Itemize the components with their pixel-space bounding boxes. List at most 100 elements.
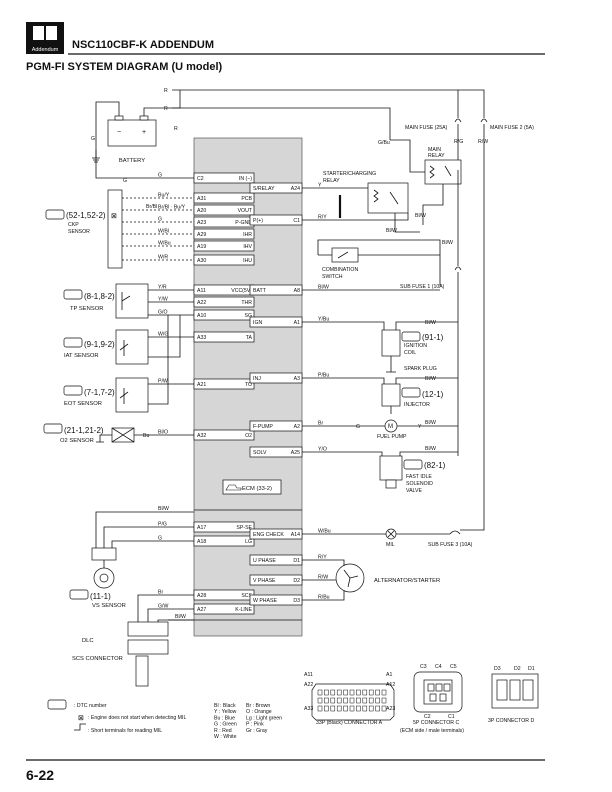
svg-text:M: M [388, 424, 393, 430]
color-code: Lg : Light green [246, 715, 282, 721]
wire-color: Y [318, 183, 322, 189]
ecm-pin-id: A11 [197, 288, 206, 294]
svg-text:(9-1,9-2): (9-1,9-2) [84, 340, 115, 349]
ecm-pin-id: D3 [293, 598, 300, 604]
ecm-pin-id: C2 [197, 176, 204, 182]
ecm-pin-function: ENG CHECK [253, 532, 284, 538]
addendum-badge: Addendum [26, 22, 64, 54]
svg-text:(82-1): (82-1) [424, 461, 446, 470]
ecm-pin-function: LG [245, 539, 252, 545]
svg-text:FAST IDLE: FAST IDLE [406, 474, 432, 480]
connector-a-terminal [317, 705, 323, 712]
wire-color: R/Y [318, 215, 327, 221]
svg-text:SUB FUSE 3 (10A): SUB FUSE 3 (10A) [428, 542, 473, 548]
color-code: G : Green [214, 722, 237, 728]
connector-a-terminal [381, 689, 387, 696]
svg-text:Bl/W: Bl/W [425, 376, 436, 382]
svg-text:33P (Black) CONNECTOR A: 33P (Black) CONNECTOR A [316, 720, 383, 726]
svg-text:: Engine does not start when d: : Engine does not start when detecting M… [88, 715, 186, 721]
connector-a-terminal [375, 689, 380, 696]
connector-a-terminal [362, 689, 368, 696]
ecm-pin-id: D1 [293, 558, 300, 564]
legend: : DTC number ⊠ : Engine does not start w… [47, 699, 282, 740]
sub-fuse-1: SUB FUSE 1 (10A) Bl/W [302, 170, 462, 456]
injector: (12-1) INJECTOR Bl/W [302, 376, 458, 414]
svg-text:(12-1): (12-1) [422, 390, 444, 399]
svg-text:A22: A22 [304, 682, 313, 688]
svg-text:A33: A33 [304, 706, 313, 712]
ecm-pin-function: O2 [245, 433, 252, 439]
ecm-pin-id: A29 [197, 232, 206, 238]
connector-a-terminal [356, 697, 361, 704]
ecm-pin-id: A3 [294, 376, 300, 382]
svg-text:C5: C5 [450, 664, 457, 670]
svg-text:3P CONNECTOR D: 3P CONNECTOR D [488, 718, 534, 724]
svg-text:SOLENOID: SOLENOID [406, 481, 433, 487]
connector-d: D3 D2 D1 3P CONNECTOR D [488, 666, 539, 724]
ecm-pin-id: A10 [197, 313, 206, 319]
svg-text:−: − [117, 129, 121, 136]
svg-text:SENSOR: SENSOR [68, 229, 90, 235]
svg-text:R/G: R/G [454, 139, 463, 145]
svg-text:CKP: CKP [68, 222, 79, 228]
connector-a-terminal [362, 697, 368, 704]
connector-a-terminal [330, 705, 336, 712]
color-code: Y : Yellow [214, 709, 237, 715]
svg-text:BATTERY: BATTERY [119, 158, 145, 164]
ecm-pin-function: IHR [243, 232, 252, 238]
connector-c: C3 C4 C5 C2 C1 5P CONNECTOR C (ECM side … [400, 664, 464, 734]
wire-color: Br [158, 590, 163, 596]
ecm-pin-function: PCB [241, 196, 252, 202]
tp-code: (8-1,8-2) [63, 289, 115, 301]
fuel-pump: M FUEL PUMP G Y Bl/W [302, 419, 458, 440]
wire-color: Y/R [158, 285, 167, 291]
ecm-pin-id: A32 [197, 433, 206, 439]
wire-color: Y/W [158, 297, 168, 303]
color-code: W : White [214, 734, 237, 740]
ecm-pin-id: A21 [197, 382, 206, 388]
color-code: Bu : Blue [214, 715, 235, 721]
svg-text:G: G [123, 178, 127, 184]
svg-text:Y: Y [418, 424, 422, 430]
connector-a-terminal [349, 697, 355, 704]
ecm-pin-function: IHU [243, 258, 252, 264]
svg-text:(91-1): (91-1) [422, 333, 444, 342]
svg-text:Bl/W: Bl/W [425, 420, 436, 426]
ecm-pin-id: A8 [294, 288, 300, 294]
fast-idle-solenoid: (82-1) FAST IDLE SOLENOID VALVE Bl/W [302, 446, 458, 494]
svg-text:COIL: COIL [404, 350, 416, 356]
ecm-pin-function: TO [245, 382, 252, 388]
wire-color: P/W [158, 379, 168, 385]
ecm-pin-id: C1 [293, 218, 300, 224]
wire-color: W/Bl [158, 229, 169, 235]
svg-text:Bl/W: Bl/W [425, 446, 436, 452]
wire-color: G/W [158, 604, 168, 610]
wire-color: W/Bu [158, 241, 171, 247]
connector-a-terminal [336, 689, 342, 696]
iat-code: (9-1,9-2) [63, 337, 115, 349]
connector-a-terminal [343, 697, 348, 704]
vs-sensor: (11-1) VS SENSOR Bl/W [69, 506, 194, 609]
svg-text:SPARK PLUG: SPARK PLUG [404, 366, 437, 372]
camera-icon [225, 484, 242, 491]
ecm-pin-function: P(+) [253, 218, 263, 224]
svg-text:Br/Bl: Br/Bl [146, 204, 157, 210]
ecm-pin-id: A24 [291, 186, 300, 192]
ecm-pin-function: SG [245, 313, 253, 319]
svg-text:ECM (33-2): ECM (33-2) [242, 486, 272, 492]
svg-text:EOT SENSOR: EOT SENSOR [64, 401, 102, 407]
connector-a-terminal [381, 705, 387, 712]
eot-code: (7-1,7-2) [63, 385, 115, 397]
ecm-pin-function: P-GND [235, 220, 252, 226]
svg-text:G: G [356, 424, 360, 430]
ecm-pin-a30 [193, 254, 255, 266]
connector-a-terminal [356, 689, 361, 696]
ecm-pin-function: W PHASE [253, 598, 277, 604]
ecm-pin-function: VCC(5V) [231, 288, 252, 294]
svg-text:TP SENSOR: TP SENSOR [70, 306, 103, 312]
ecm-pin-function: TA [246, 335, 253, 341]
connector-a-terminal [349, 689, 355, 696]
wire-color: W/R [158, 255, 168, 261]
svg-text:Bl/W: Bl/W [442, 240, 453, 246]
mil-lamp: MIL SUB FUSE 3 (10A) [302, 528, 473, 548]
